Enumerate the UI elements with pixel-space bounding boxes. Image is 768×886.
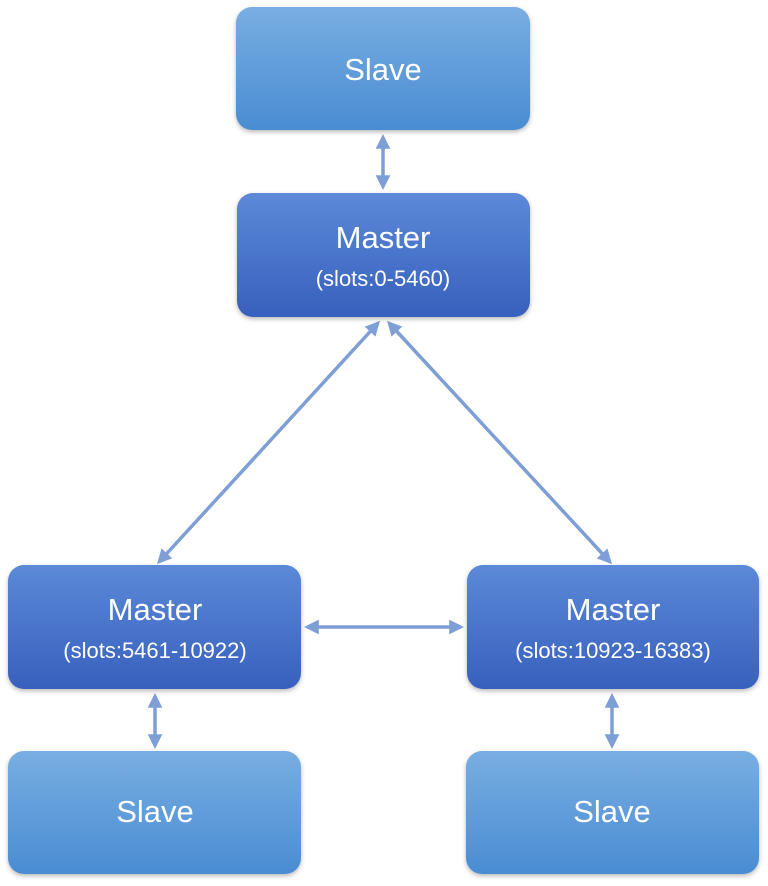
node-box	[8, 751, 301, 874]
node-label: Master	[108, 592, 203, 627]
node-box	[466, 751, 759, 874]
node-master-left: Master (slots:5461-10922)	[8, 565, 301, 689]
node-label: Slave	[573, 794, 651, 829]
node-slave-top: Slave	[236, 7, 530, 130]
node-box	[8, 565, 301, 689]
node-box	[236, 7, 530, 130]
node-master-top: Master (slots:0-5460)	[237, 193, 530, 317]
node-slots: (slots:0-5460)	[316, 266, 451, 291]
node-label: Slave	[116, 794, 194, 829]
node-master-right: Master (slots:10923-16383)	[467, 565, 759, 689]
node-label: Slave	[344, 52, 422, 87]
node-label: Master	[336, 220, 431, 255]
node-label: Master	[566, 592, 661, 627]
link-master-top-master-right	[387, 320, 612, 565]
connectors	[147, 134, 620, 749]
node-slots: (slots:5461-10922)	[63, 638, 246, 663]
node-slots: (slots:10923-16383)	[515, 638, 711, 663]
node-slave-left: Slave	[8, 751, 301, 874]
node-slave-right: Slave	[466, 751, 759, 874]
node-box	[467, 565, 759, 689]
node-box	[237, 193, 530, 317]
link-master-top-master-left	[157, 320, 380, 565]
